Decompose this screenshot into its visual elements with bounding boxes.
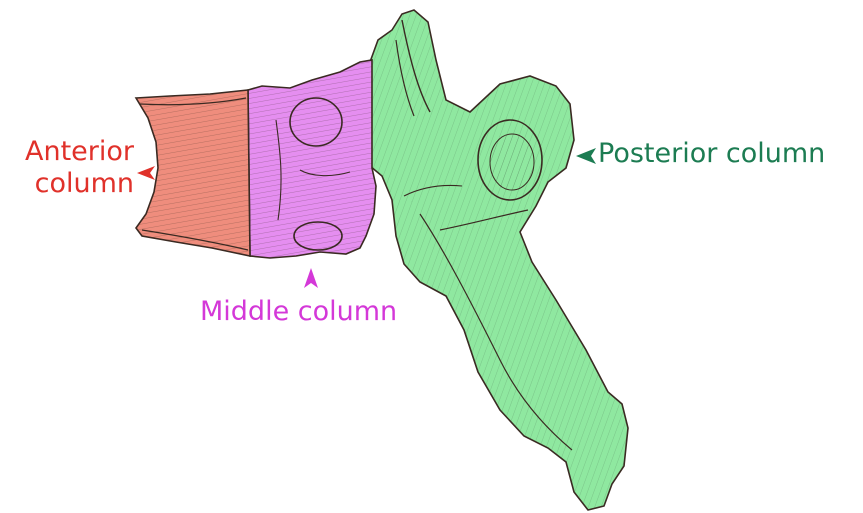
middle-arrow-icon <box>304 268 318 288</box>
anterior-column-label: Anterior column <box>8 136 134 200</box>
posterior-arrow-icon <box>576 148 596 164</box>
middle-column-label: Middle column <box>200 296 397 328</box>
anterior-arrow-icon <box>137 166 155 180</box>
anterior-label-line1: Anterior <box>8 136 134 168</box>
middle-column-region <box>248 60 376 258</box>
posterior-column-region <box>370 10 628 510</box>
anterior-label-line2: column <box>8 168 134 200</box>
posterior-column-label: Posterior column <box>598 138 825 170</box>
anterior-column-region <box>136 90 250 256</box>
